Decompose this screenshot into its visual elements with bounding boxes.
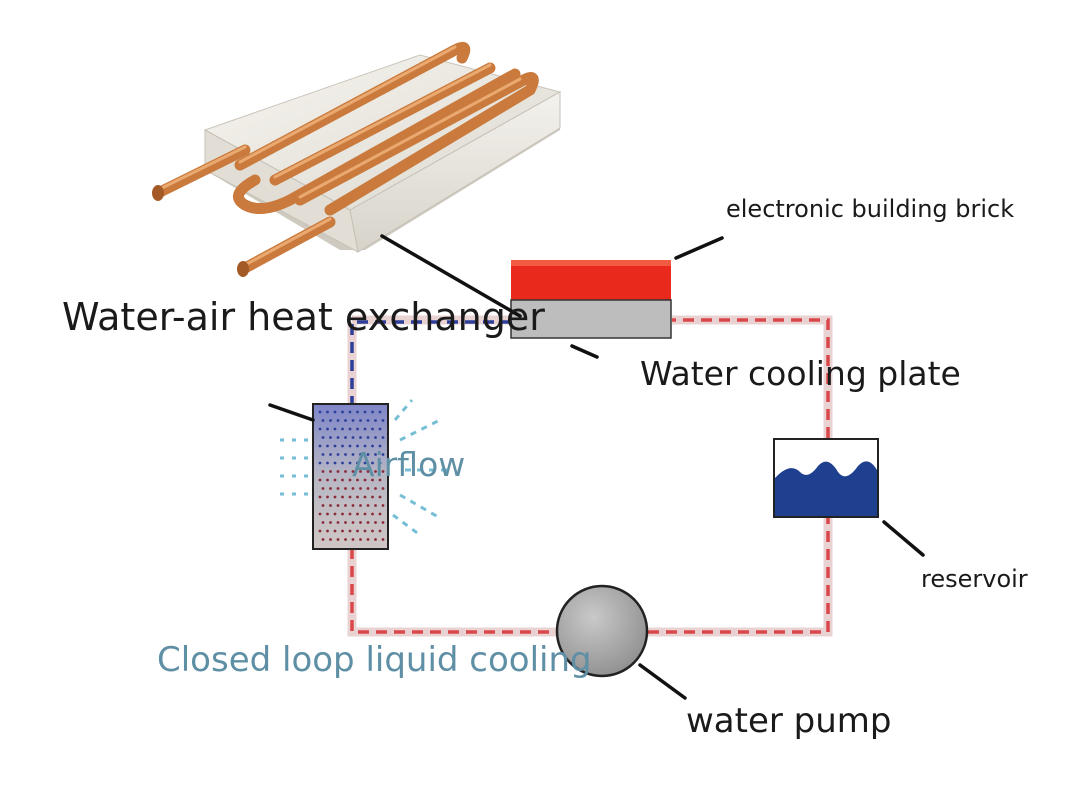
closed-loop-label: Closed loop liquid cooling	[157, 640, 592, 680]
leader-lines	[268, 234, 925, 700]
water-pump-icon	[555, 584, 649, 678]
reservoir-label: reservoir	[921, 565, 1028, 593]
electronic-brick-label: electronic building brick	[726, 195, 1015, 223]
hot-pipe	[350, 318, 830, 634]
cooling-plate-label: Water cooling plate	[640, 354, 961, 393]
electronic-brick-block	[511, 260, 671, 300]
radiator	[312, 403, 389, 550]
water-pump-label: water pump	[686, 701, 892, 741]
pipe-loop	[347, 315, 833, 637]
airflow-label: Airflow	[352, 445, 466, 484]
heat-exchanger-label: Water-air heat exchanger	[62, 295, 545, 339]
airflow-lines	[280, 399, 450, 537]
heat-exchanger-image	[152, 41, 562, 277]
cooling-plate-block	[510, 299, 672, 339]
reservoir-icon	[773, 438, 879, 518]
